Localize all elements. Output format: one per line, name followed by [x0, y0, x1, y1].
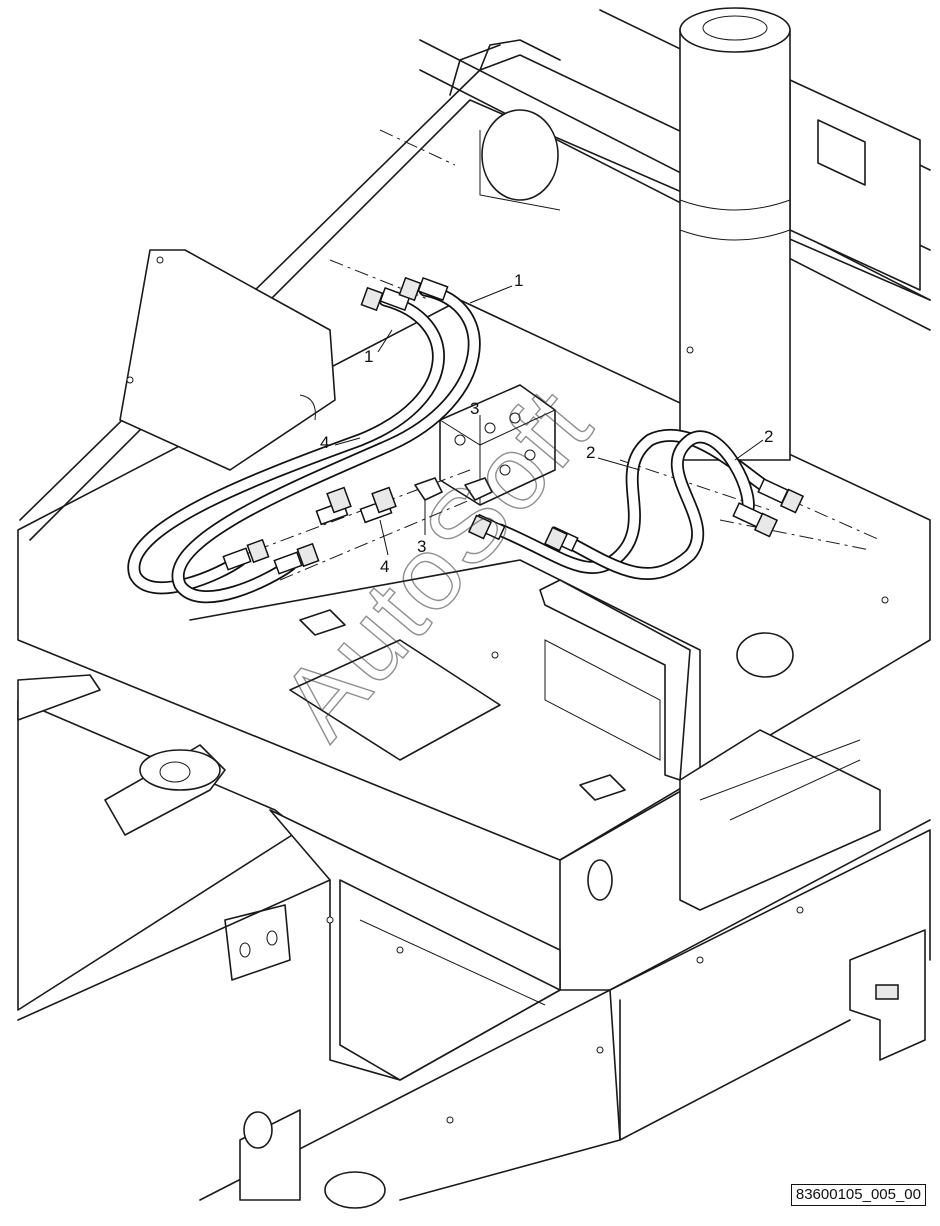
callout-4b: 4 — [380, 557, 389, 576]
callout-2a: 2 — [586, 443, 595, 462]
callout-3a: 3 — [470, 399, 479, 418]
callout-1a: 1 — [514, 271, 523, 290]
hose-pair-left — [127, 283, 481, 604]
callout-4a: 4 — [320, 433, 329, 452]
drawing-id-label: 83600105_005_00 — [790, 1184, 926, 1206]
hose-pair-right — [493, 428, 777, 581]
callout-2b: 2 — [764, 427, 773, 446]
callout-leaders — [334, 285, 764, 556]
callout-3b: 3 — [417, 537, 426, 556]
hose-fittings — [222, 276, 805, 575]
callout-1b: 1 — [364, 347, 373, 366]
callout-labels: 1 1 2 2 3 3 4 4 — [320, 271, 773, 576]
